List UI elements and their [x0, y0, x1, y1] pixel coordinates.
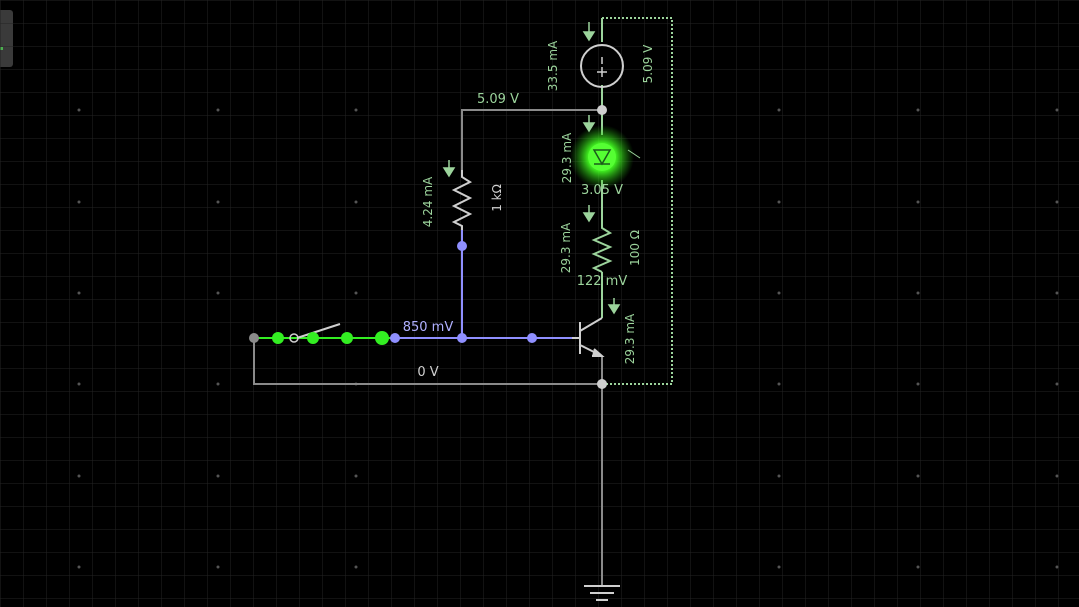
supply-voltage-label: 5.09 V	[641, 44, 655, 84]
switch-icon[interactable]	[249, 323, 395, 345]
led-resistor-value-label: 100 Ω	[628, 230, 642, 266]
transistor-icon[interactable]	[572, 317, 605, 357]
voltage-source-icon[interactable]	[580, 44, 624, 88]
wire-ground-loop[interactable]	[253, 338, 603, 586]
resistor-icon[interactable]	[591, 222, 613, 273]
transistor-current-label: 29.3 mA	[623, 313, 637, 364]
ground-icon[interactable]	[584, 585, 620, 601]
base-node-voltage-label: 850 mV	[403, 320, 454, 335]
grid-dots	[77, 108, 1059, 569]
led-voltage-label: 3.05 V	[581, 183, 623, 198]
resistor-icon[interactable]	[451, 170, 473, 230]
led-icon[interactable]	[570, 125, 641, 189]
wire-supply-right-rail[interactable]	[602, 17, 673, 385]
led-resistor-current-label: 29.3 mA	[559, 222, 573, 273]
current-arrows	[442, 22, 621, 315]
base-resistor-current-label: 4.24 mA	[421, 176, 435, 227]
base-resistor-value-label: 1 kΩ	[490, 184, 504, 212]
ground-node-voltage-label: 0 V	[417, 365, 438, 380]
led-resistor-voltage-label: 122 mV	[577, 274, 628, 289]
led-current-label: 29.3 mA	[560, 132, 574, 183]
circuit-nodes[interactable]	[390, 105, 607, 389]
supply-current-label: 33.5 mA	[546, 40, 560, 91]
wire-base-resistor-top[interactable]	[461, 109, 602, 170]
top-node-voltage-label: 5.09 V	[477, 92, 519, 107]
